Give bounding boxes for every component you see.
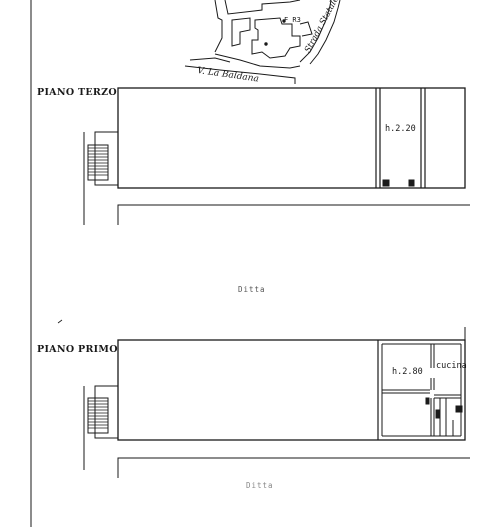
piano-primo-plan bbox=[83, 327, 470, 478]
height-label-terzo: h.2.20 bbox=[385, 124, 416, 134]
site-map bbox=[184, 0, 341, 84]
height-label-primo: h.2.80 bbox=[392, 367, 423, 377]
room-label-cucina: cucina bbox=[436, 361, 467, 371]
floor-title-terzo: PIANO TERZO bbox=[37, 87, 117, 98]
piano-terzo-plan bbox=[83, 87, 470, 225]
piano-terzo-outline bbox=[117, 87, 466, 189]
caption-ditta-1: Ditta bbox=[238, 285, 266, 294]
piano-primo-outline bbox=[117, 339, 466, 441]
floor-title-primo: PIANO PRIMO bbox=[37, 344, 118, 355]
caption-ditta-2: Ditta bbox=[246, 481, 274, 490]
parcel-label: F R3 bbox=[284, 16, 301, 24]
